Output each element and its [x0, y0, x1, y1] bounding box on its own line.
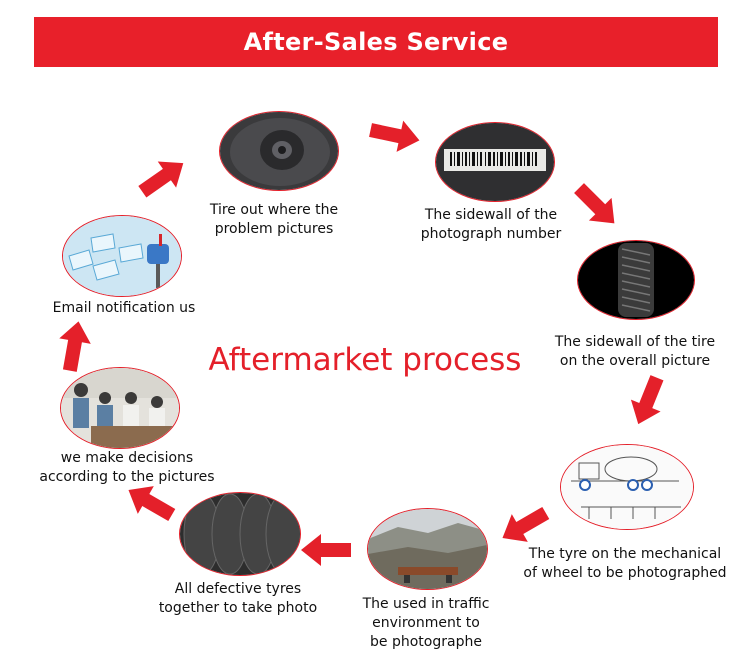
step-1-image — [219, 111, 339, 191]
step-4-caption: The tyre on the mechanical of wheel to b… — [520, 545, 730, 583]
step-4-image — [560, 444, 694, 530]
step-2-caption-line: photograph number — [420, 226, 562, 242]
step-1-caption-line: problem pictures — [214, 221, 334, 237]
step-3-image — [577, 240, 695, 320]
step-5-caption-line: environment to — [372, 615, 480, 631]
step-1-caption-line: Tire out where the — [209, 202, 339, 218]
step-6-caption-line: together to take photo — [158, 600, 318, 616]
step-7-caption-line: we make decisions — [60, 450, 194, 466]
step-6-caption-line: All defective tyres — [174, 581, 302, 597]
step-5-caption-line: be photographe — [370, 634, 482, 650]
step-5-image — [367, 508, 488, 590]
step-4-caption-line: of wheel to be photographed — [523, 565, 727, 581]
step-3-caption-line: The sidewall of the tire — [554, 334, 716, 350]
step-3-caption: The sidewall of the tire on the overall … — [550, 333, 720, 371]
step-5-caption-line: The used in traffic — [362, 596, 490, 612]
step-8-caption-line: Email notification us — [52, 300, 196, 316]
step-7-image — [60, 367, 180, 449]
step-3-caption-line: on the overall picture — [559, 353, 711, 369]
step-7-caption-line: according to the pictures — [39, 469, 215, 485]
step-8-caption: Email notification us — [44, 299, 204, 318]
step-7-caption: we make decisions according to the pictu… — [34, 449, 220, 487]
step-4-caption-line: The tyre on the mechanical — [528, 546, 722, 562]
step-6-caption: All defective tyres together to take pho… — [148, 580, 328, 618]
header-banner: After-Sales Service — [34, 17, 718, 67]
step-2-caption-line: The sidewall of the — [424, 207, 558, 223]
step-5-caption: The used in traffic environment to be ph… — [356, 595, 496, 652]
step-8-image — [62, 215, 182, 297]
step-2-image — [435, 122, 555, 202]
header-title: After-Sales Service — [243, 28, 509, 56]
step-6-image — [179, 492, 301, 576]
step-2-caption: The sidewall of the photograph number — [416, 206, 566, 244]
process-title: Aftermarket process — [208, 342, 522, 378]
step-1-caption: Tire out where the problem pictures — [204, 201, 344, 239]
